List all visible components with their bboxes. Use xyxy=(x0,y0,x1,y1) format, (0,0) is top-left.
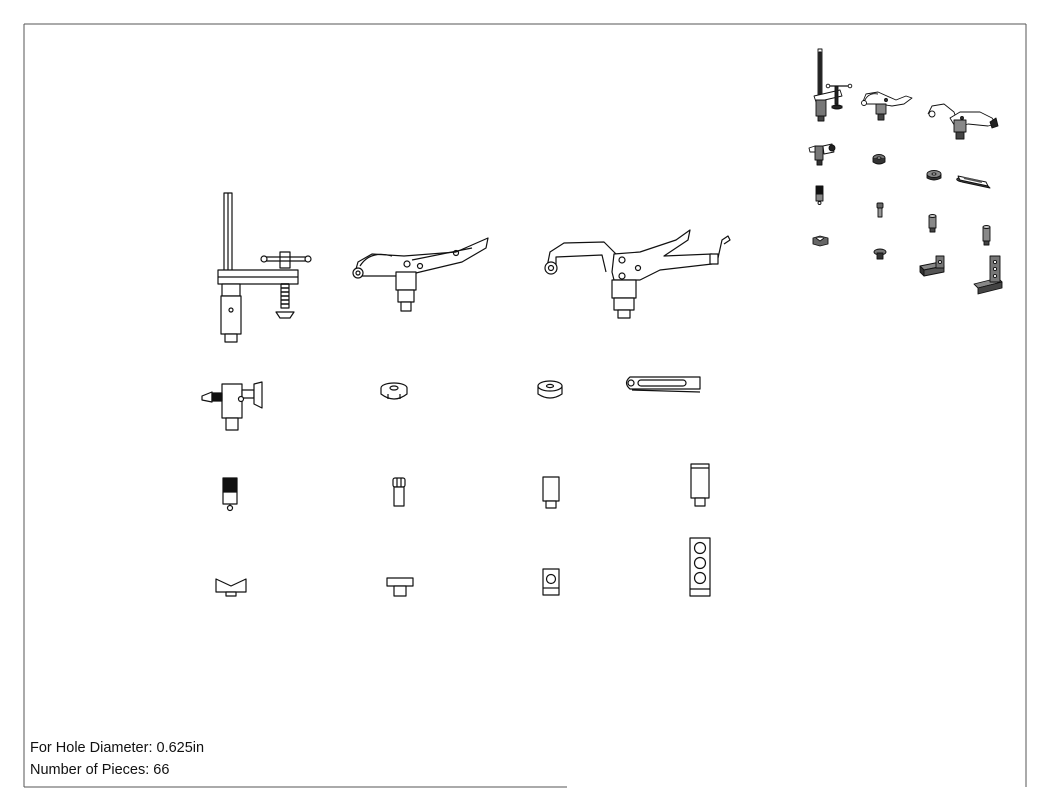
iso-t-stop-icon xyxy=(873,248,887,260)
short-stop-icon xyxy=(542,476,560,509)
large-plier-clamp-icon xyxy=(544,229,731,319)
iso-round-washer-icon xyxy=(872,154,886,165)
tall-stop-icon xyxy=(690,463,710,507)
round-washer-icon xyxy=(380,382,408,400)
small-plier-clamp-icon xyxy=(352,237,489,312)
three-hole-block-icon xyxy=(689,537,711,597)
v-block-icon xyxy=(215,578,247,597)
tall-bar-clamp-icon xyxy=(217,192,312,343)
flat-washer-icon xyxy=(537,380,563,399)
bolt-pin-icon xyxy=(392,477,406,507)
small-block-icon xyxy=(542,568,560,596)
isometric-overview xyxy=(808,48,1003,295)
iso-large-plier-clamp-icon xyxy=(927,103,999,140)
piece-count-note: Number of Pieces: 66 xyxy=(30,762,170,778)
threaded-stop-icon xyxy=(222,477,238,512)
iso-small-block-icon xyxy=(919,255,945,277)
iso-v-block-icon xyxy=(812,235,829,247)
iso-small-plier-clamp-icon xyxy=(861,91,913,121)
iso-cross-clamp-icon xyxy=(808,143,836,166)
iso-threaded-stop-icon xyxy=(815,185,824,205)
iso-bar-clamp-icon xyxy=(813,48,853,122)
iso-short-stop-icon xyxy=(928,214,937,233)
iso-tall-stop-icon xyxy=(982,225,991,246)
iso-three-hole-block-icon xyxy=(973,255,1003,295)
slot-plate-icon xyxy=(625,376,701,393)
t-stop-icon xyxy=(386,577,414,597)
main-parts-view xyxy=(201,192,731,597)
iso-flat-washer-icon xyxy=(926,170,942,181)
cross-clamp-icon xyxy=(201,381,263,431)
hole-diameter-note: For Hole Diameter: 0.625in xyxy=(30,740,205,756)
iso-bolt-pin-icon xyxy=(876,202,884,218)
drawing-border xyxy=(23,23,1027,788)
iso-slot-plate-icon xyxy=(956,175,991,189)
